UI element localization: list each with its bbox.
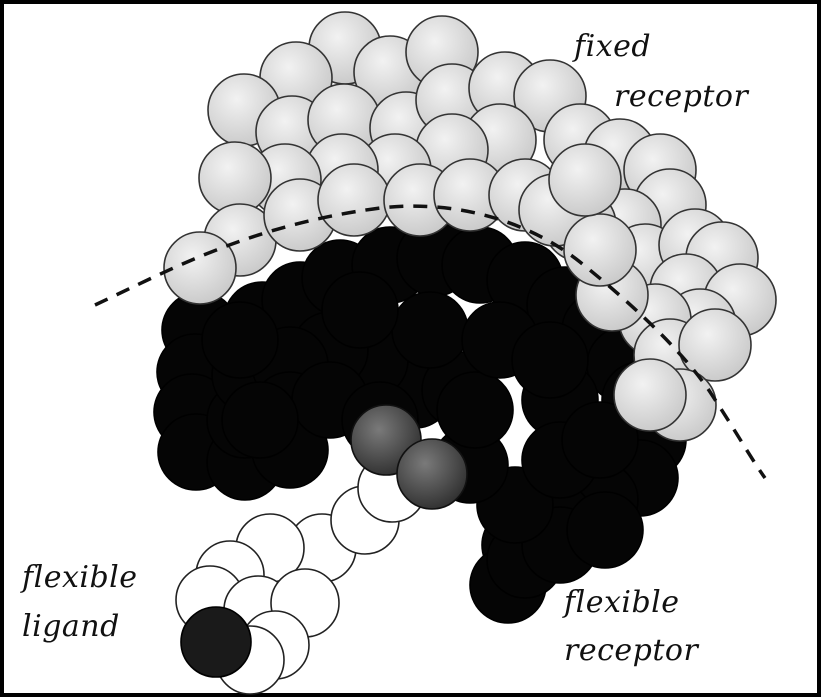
flexible-receptor-atom <box>222 382 298 458</box>
flexible-receptor-atom <box>512 322 588 398</box>
flexible-receptor-label-line2: receptor <box>564 633 699 668</box>
fixed-receptor-atom <box>199 142 271 214</box>
fixed-receptor-atom <box>564 214 636 286</box>
fixed-receptor-atom <box>318 164 390 236</box>
flexible-receptor-label-line1: flexible <box>562 585 680 620</box>
fixed-receptor-atom <box>164 232 236 304</box>
fixed-receptor-label-line1: fixed <box>572 29 651 64</box>
ligand-dark-atom <box>397 439 467 509</box>
fixed-receptor-label-line2: receptor <box>614 79 749 114</box>
flexible-receptor-atom <box>202 302 278 378</box>
fixed-receptor-atom <box>549 144 621 216</box>
flexible-receptor-atom <box>567 492 643 568</box>
flexible-ligand-label-line2: ligand <box>22 609 120 644</box>
flexible-receptor-atom <box>392 292 468 368</box>
flexible-ligand-label-line1: flexible <box>20 560 138 595</box>
ligand-black-atom <box>181 607 251 677</box>
flexible-receptor-atom <box>322 272 398 348</box>
fixed-receptor-atom <box>614 359 686 431</box>
flexible-receptor-atom <box>437 372 513 448</box>
